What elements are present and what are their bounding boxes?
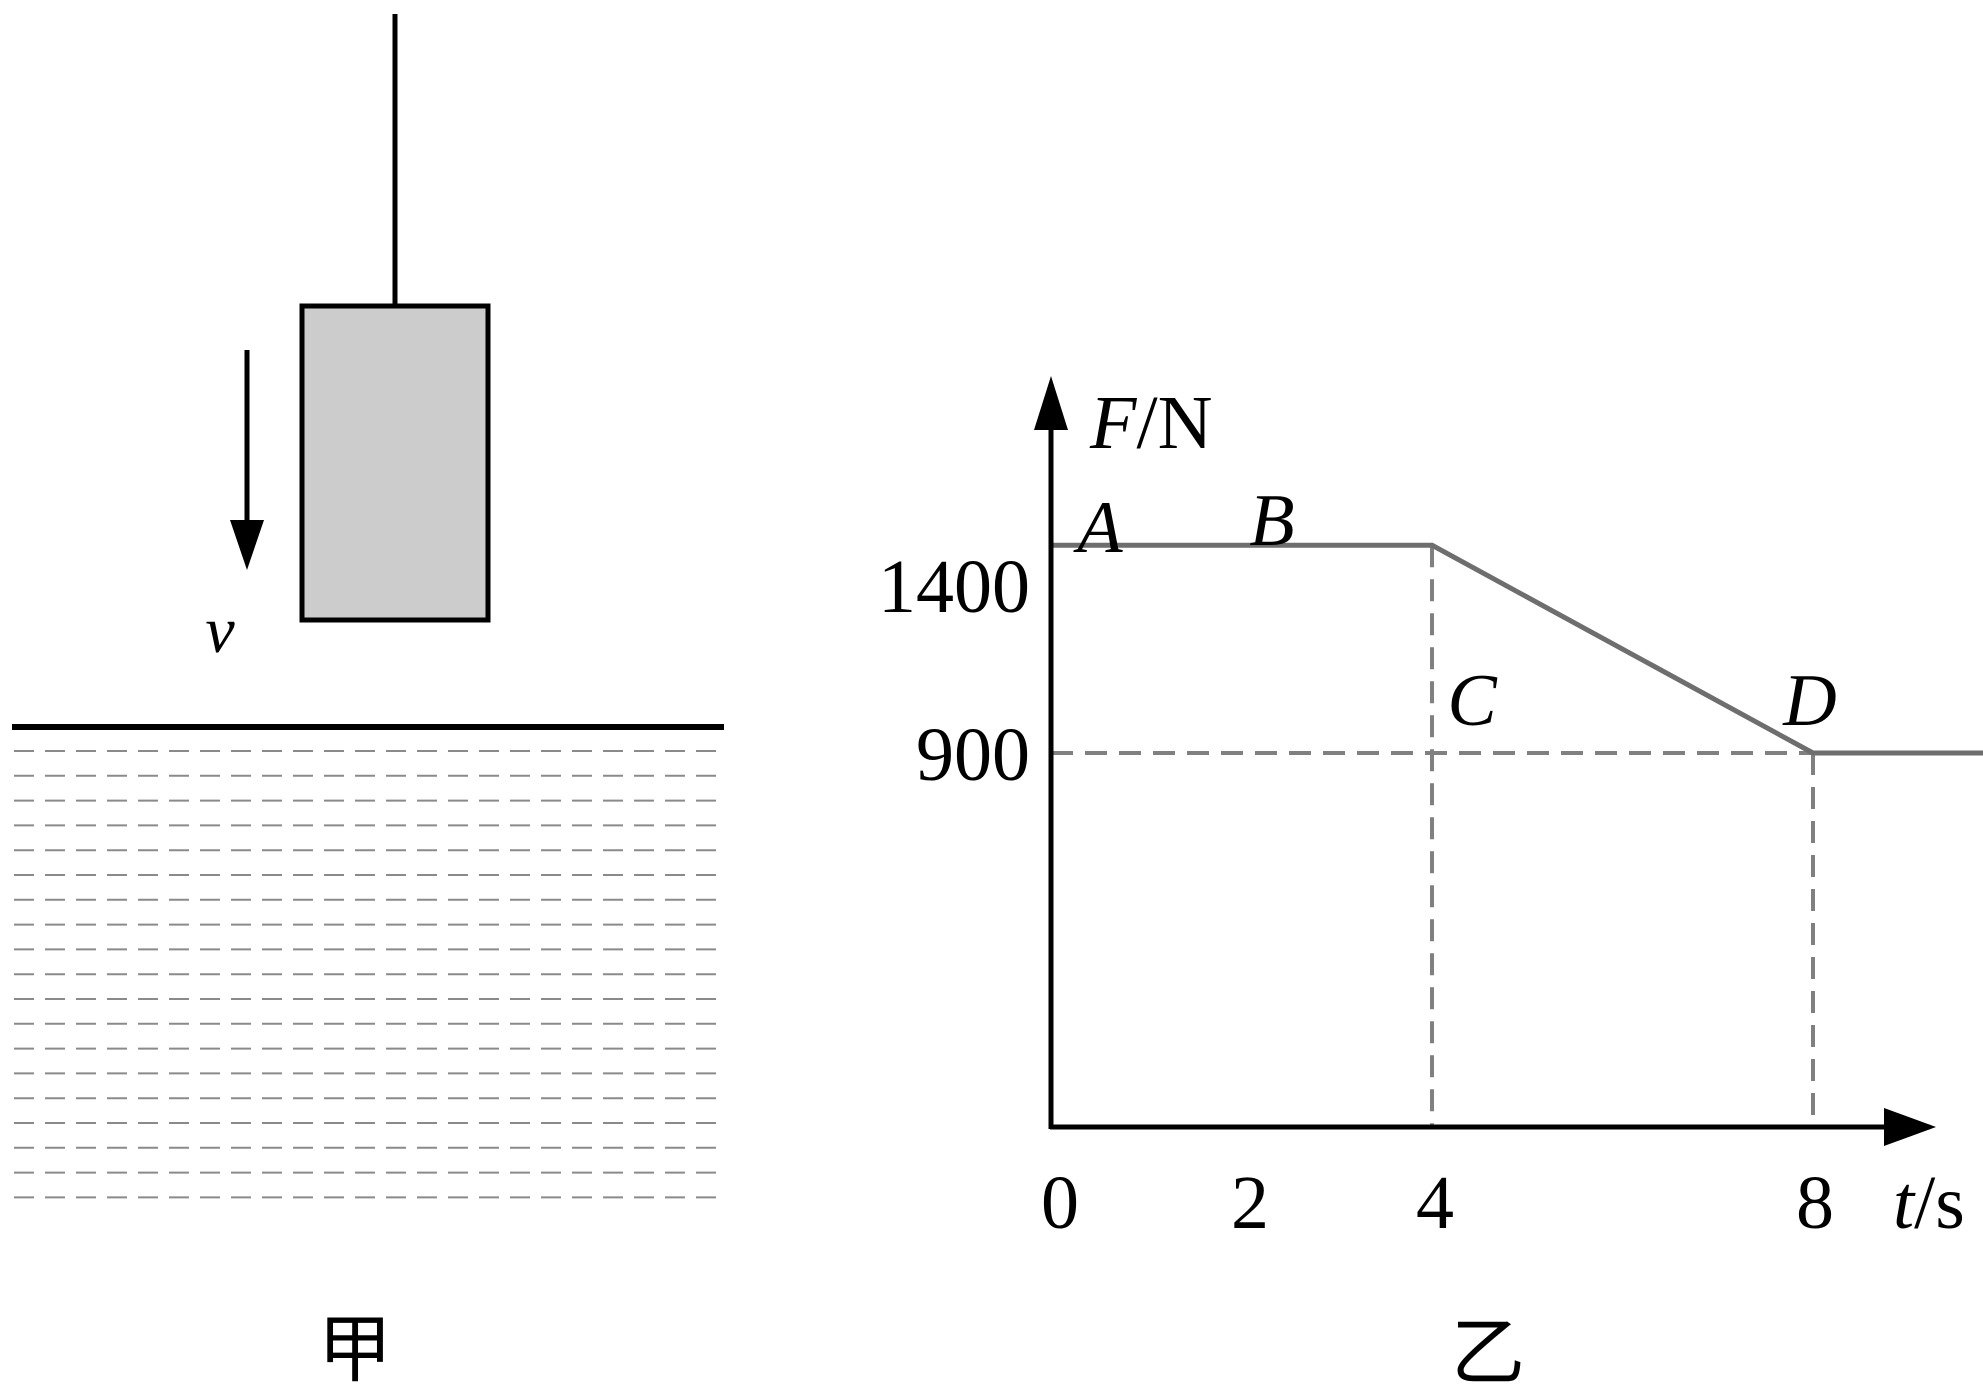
y-axis-var: F <box>1089 381 1138 465</box>
hanging-block <box>299 303 491 623</box>
caption-right: 乙 <box>1451 1313 1525 1391</box>
y-axis-unit: N <box>1158 381 1213 465</box>
point-label-a: A <box>1072 487 1123 569</box>
y-axis-label: F/N <box>1089 381 1212 465</box>
caption-left: 甲 <box>318 1310 392 1391</box>
x-tick-label-4: 4 <box>1416 1161 1454 1245</box>
y-tick-label-1400: 1400 <box>878 545 1030 629</box>
x-tick-label-0: 0 <box>1041 1161 1079 1245</box>
x-axis-arrow-icon <box>1884 1108 1936 1146</box>
x-axis-slash: / <box>1914 1161 1936 1245</box>
x-tick-label-8: 8 <box>1796 1161 1834 1245</box>
velocity-label: v <box>205 594 235 667</box>
point-label-d: D <box>1782 660 1836 742</box>
dashed-guides <box>1051 545 1815 1127</box>
panel-right: F/N t/s 0 2 4 8 1400 900 A B C D 乙 <box>878 376 1983 1391</box>
water-body <box>14 750 722 1199</box>
velocity-arrow-icon <box>230 520 264 570</box>
y-axis-arrow-icon <box>1034 376 1068 430</box>
panel-left: v 甲 <box>12 14 724 1391</box>
point-label-c: C <box>1447 660 1498 742</box>
series-segment-bc <box>1429 542 1816 756</box>
x-axis-unit: s <box>1935 1161 1965 1245</box>
point-label-b: B <box>1249 480 1294 562</box>
x-axis-label: t/s <box>1893 1161 1965 1245</box>
data-series <box>1048 542 1983 756</box>
x-tick-label-2: 2 <box>1231 1161 1269 1245</box>
y-axis-slash: / <box>1136 381 1158 465</box>
x-axis-var: t <box>1893 1161 1916 1245</box>
y-tick-label-900: 900 <box>916 713 1030 797</box>
